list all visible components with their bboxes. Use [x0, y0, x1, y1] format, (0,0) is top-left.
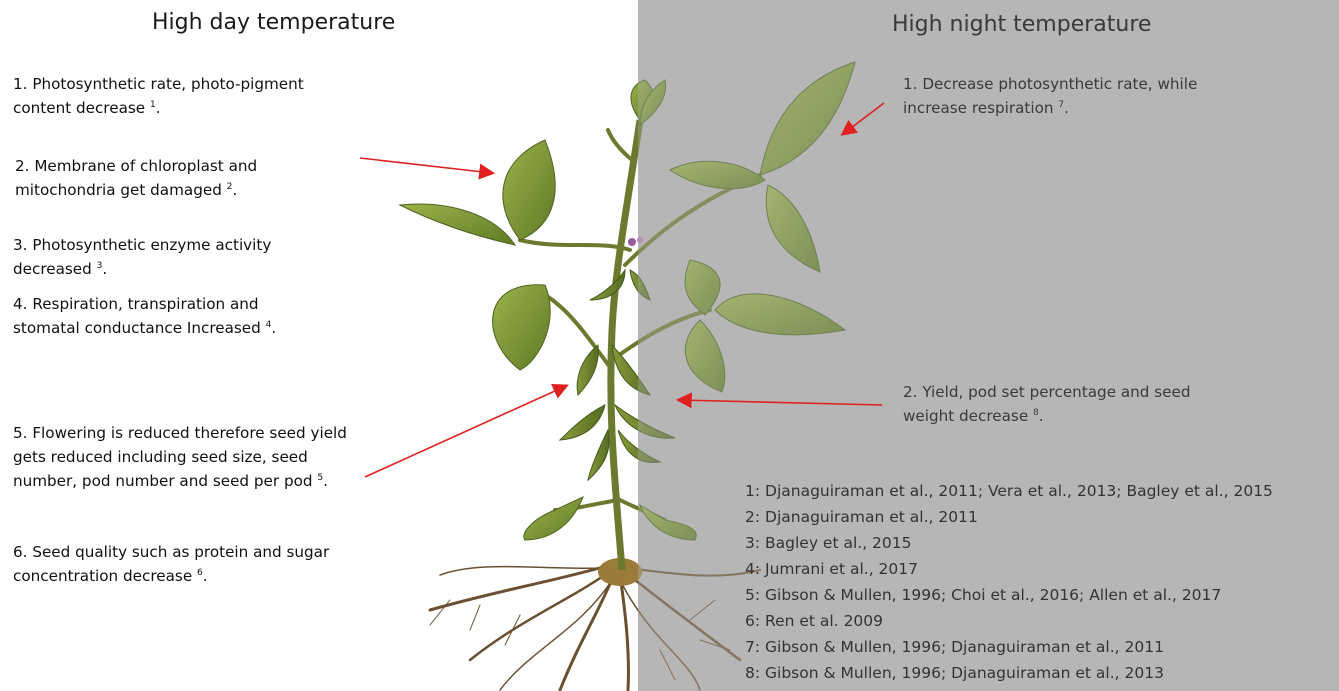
day-effect-item: 3. Photosynthetic enzyme activity decrea…: [13, 233, 313, 281]
night-effect-item: 2. Yield, pod set percentage and seed we…: [903, 380, 1223, 428]
reference-item: 5: Gibson & Mullen, 1996; Choi et al., 2…: [745, 582, 1273, 608]
day-effect-item: 6. Seed quality such as protein and suga…: [13, 540, 358, 588]
day-effect-item: 1. Photosynthetic rate, photo-pigment co…: [13, 72, 343, 120]
red-arrow: [679, 400, 882, 405]
red-arrow: [843, 103, 884, 134]
night-effect-item: 1. Decrease photosynthetic rate, while i…: [903, 72, 1223, 120]
reference-item: 2: Djanaguiraman et al., 2011: [745, 504, 1273, 530]
red-arrow: [360, 158, 492, 173]
day-effect-item: 4. Respiration, transpiration and stomat…: [13, 292, 313, 340]
night-temperature-heading: High night temperature: [892, 12, 1151, 37]
day-effect-item: 2. Membrane of chloroplast and mitochond…: [15, 154, 305, 202]
reference-item: 7: Gibson & Mullen, 1996; Djanaguiraman …: [745, 634, 1273, 660]
day-temperature-heading: High day temperature: [152, 10, 395, 35]
reference-item: 1: Djanaguiraman et al., 2011; Vera et a…: [745, 478, 1273, 504]
reference-item: 8: Gibson & Mullen, 1996; Djanaguiraman …: [745, 660, 1273, 686]
reference-item: 3: Bagley et al., 2015: [745, 530, 1273, 556]
reference-list: 1: Djanaguiraman et al., 2011; Vera et a…: [745, 478, 1273, 686]
day-effect-item: 5. Flowering is reduced therefore seed y…: [13, 421, 358, 493]
reference-item: 6: Ren et al. 2009: [745, 608, 1273, 634]
red-arrow: [365, 386, 566, 477]
reference-item: 4: Jumrani et al., 2017: [745, 556, 1273, 582]
